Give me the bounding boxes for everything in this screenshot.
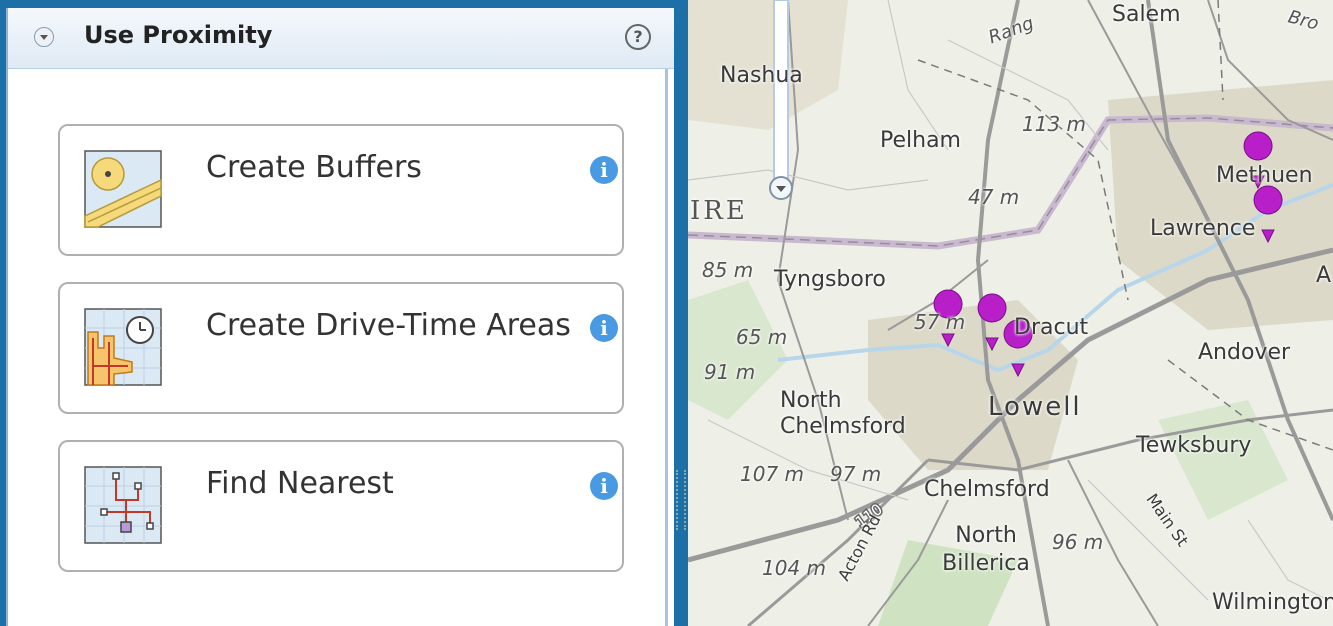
map-label: North Chelmsford (780, 388, 906, 439)
map-label: 47 m (968, 185, 1020, 209)
map-label: Nashua (720, 63, 803, 88)
tool-label: Find Nearest (206, 466, 394, 501)
proximity-panel: Use Proximity ? Create Buffers i (6, 8, 674, 626)
buffers-icon (84, 150, 162, 228)
map-label: Pelham (880, 128, 961, 153)
map-label: 65 m (736, 325, 788, 349)
info-icon[interactable]: i (590, 472, 618, 500)
map-label: 85 m (702, 258, 754, 282)
tool-label: Create Drive-Time Areas (206, 308, 571, 343)
info-icon[interactable]: i (590, 314, 618, 342)
map-label: 97 m (830, 462, 882, 486)
map-label: Tyngsboro (774, 267, 886, 292)
create-buffers-button[interactable]: Create Buffers i (58, 124, 624, 256)
map-label: Dracut (1014, 315, 1089, 340)
panel-body: Create Buffers i Create Drive-Time Areas (8, 69, 668, 626)
map-label: 57 m (914, 310, 966, 334)
map-label: Chelmsford (924, 477, 1050, 502)
question-icon[interactable]: ? (625, 24, 651, 50)
find-nearest-button[interactable]: Find Nearest i (58, 440, 624, 572)
map-label: Wilmington (1212, 590, 1333, 615)
map-label: IRE (690, 196, 748, 226)
tool-label: Create Buffers (206, 150, 422, 185)
map-label: Salem (1112, 2, 1181, 27)
map-label: Tewksbury (1136, 433, 1252, 458)
panel-title: Use Proximity (84, 21, 273, 49)
map-label: 113 m (1022, 112, 1087, 136)
map-view[interactable]: 110 Salem Nashua Pelham 113 m 47 m IRE M… (688, 0, 1333, 626)
map-label: 91 m (704, 360, 756, 384)
map-label: A (1316, 263, 1332, 288)
map-label: Methuen (1216, 163, 1313, 188)
find-nearest-icon (84, 466, 162, 544)
map-label: Andover (1198, 340, 1291, 365)
map-base: 110 (688, 0, 1333, 626)
map-label: Lawrence (1150, 216, 1256, 241)
chevron-down-circle-icon[interactable] (34, 27, 54, 47)
create-drive-time-areas-button[interactable]: Create Drive-Time Areas i (58, 282, 624, 414)
map-label: Lowell (988, 392, 1082, 422)
panel-header: Use Proximity ? (8, 8, 674, 69)
map-label: North Billerica (942, 523, 1030, 576)
map-label: 107 m (740, 462, 805, 486)
splitter-handle[interactable] (676, 470, 686, 530)
map-label: 96 m (1052, 530, 1104, 554)
drive-time-icon (84, 308, 162, 386)
map-label: 104 m (762, 556, 827, 580)
info-icon[interactable]: i (590, 156, 618, 184)
